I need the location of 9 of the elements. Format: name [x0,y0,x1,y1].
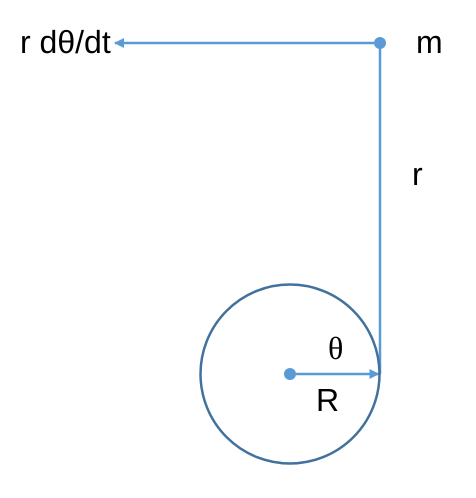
arrow [114,38,374,48]
circle-outline [199,283,381,465]
point-dot [284,368,296,380]
velocity-label: r dθ/dt [20,24,111,60]
arrow [296,369,380,379]
line [378,49,382,374]
angle-label: θ [328,330,344,366]
mass-label: m [416,24,443,60]
point-dot [374,37,386,49]
